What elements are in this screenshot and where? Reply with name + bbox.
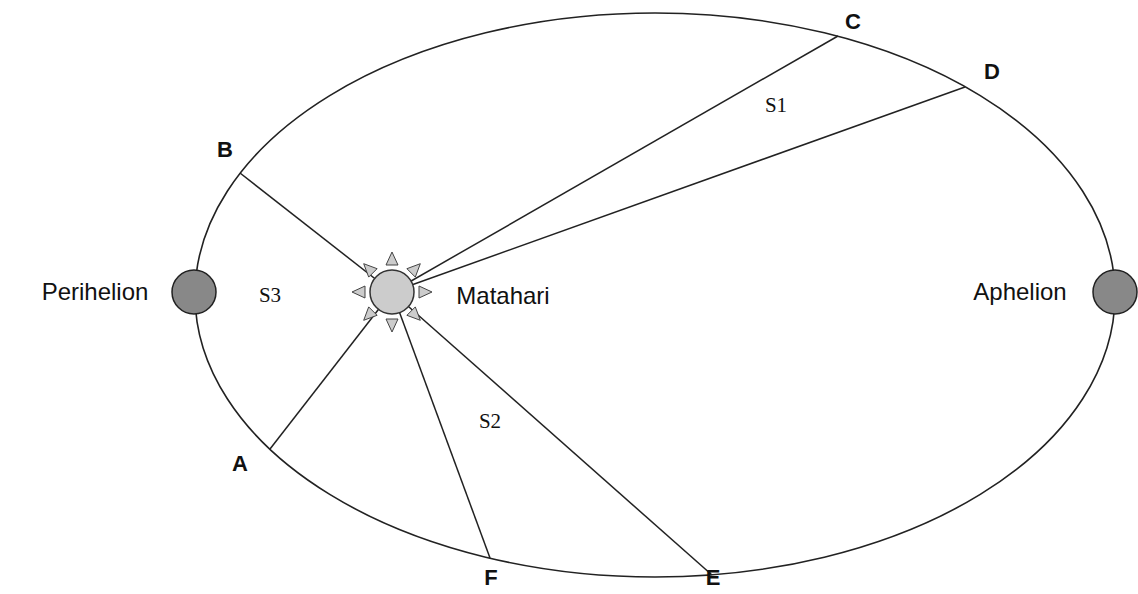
sun-circle [370, 270, 414, 314]
area-label: S1 [765, 94, 787, 117]
point-label: B [217, 138, 233, 162]
sun-rays [352, 252, 432, 332]
point-label: D [984, 60, 1000, 84]
point-label: A [232, 452, 248, 476]
area-label: S2 [479, 410, 501, 433]
orbit-ellipse [195, 13, 1115, 577]
planet-circle [1093, 270, 1137, 314]
area-label: S3 [259, 284, 281, 307]
planet-circle [172, 270, 216, 314]
position-label: Aphelion [971, 279, 1068, 305]
point-label: E [706, 566, 721, 590]
position-label: Perihelion [40, 279, 151, 305]
point-label: F [484, 566, 497, 590]
radius-lines [240, 36, 965, 575]
sun-label: Matahari [454, 283, 551, 309]
point-label: C [845, 10, 861, 34]
